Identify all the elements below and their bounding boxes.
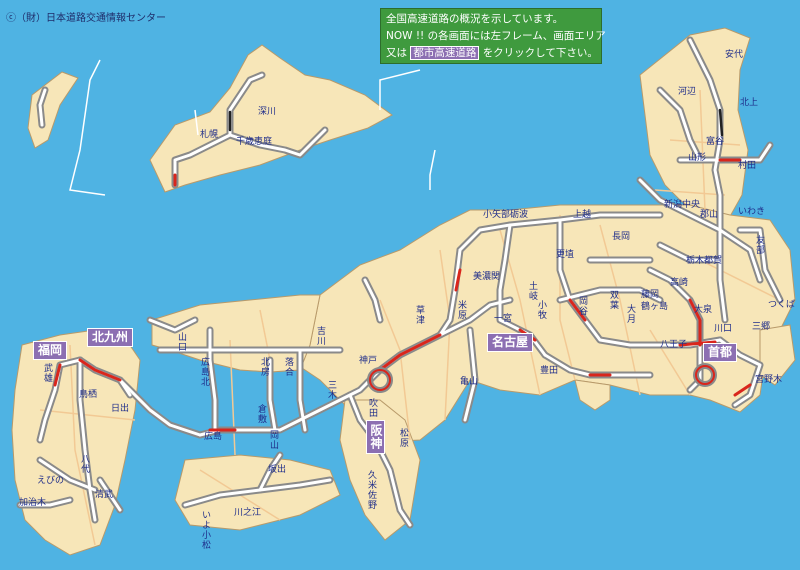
label-fukagawa: 深川 [258, 107, 277, 117]
label-tochigi: 栃木都賀 [686, 256, 723, 266]
label-fujioka: 藤岡 [641, 290, 660, 300]
label-kawaguchi: 川口 [714, 324, 733, 334]
label-kitakami: 北上 [740, 98, 759, 108]
label-kurashiki: 倉敷 [256, 404, 266, 424]
label-miyanoki: 宮野木 [755, 375, 783, 385]
expressways [16, 36, 784, 529]
label-tsukuba: つくば [768, 300, 796, 310]
label-yamaguchi: 山口 [176, 332, 186, 352]
label-koriyama: 郡山 [700, 210, 719, 220]
label-hita: 日出 [111, 404, 130, 414]
label-tomiya: 富谷 [706, 137, 725, 147]
label-tsurugashima: 鶴ヶ島 [641, 302, 669, 312]
label-kawabe: 河辺 [678, 87, 697, 97]
label-takasaki: 高崎 [670, 278, 689, 288]
label-okaya: 岡谷 [577, 296, 587, 316]
label-joetsu: 上越 [573, 210, 592, 220]
area-shuto[interactable]: 首都 [703, 343, 738, 362]
area-hanshin[interactable]: 阪神 [366, 420, 385, 454]
label-kawanoe: 川之江 [234, 508, 262, 518]
urban-expressway-button[interactable]: 都市高速道路 [410, 46, 480, 60]
label-matsubara: 松原 [398, 428, 408, 448]
label-tosu: 鳥栖 [79, 390, 98, 400]
info-line-1: 全国高速道路の概況を示しています。 [386, 13, 564, 25]
land [11, 27, 796, 556]
sado[interactable] [27, 71, 79, 149]
closed-segments [228, 108, 724, 137]
info-line-3-post: をクリックして下さい。 [482, 47, 598, 59]
label-komaki: 小牧 [536, 300, 546, 320]
area-fukuoka[interactable]: 福岡 [33, 341, 68, 360]
label-iyokomatsu: いよ小松 [200, 510, 210, 550]
label-kusatsu: 草津 [414, 305, 424, 325]
osaka-junction [367, 367, 393, 393]
label-kiyotake: 清武 [95, 490, 114, 500]
area-kitakyushu[interactable]: 北九州 [87, 328, 134, 347]
sea-boundaries [69, 59, 436, 196]
label-sakaide: 坂出 [268, 465, 287, 475]
label-mino: 美濃関 [473, 272, 501, 282]
tokyo-junction [693, 363, 717, 387]
label-toyota: 豊田 [540, 366, 559, 376]
label-kumenosato: 久米佐野 [366, 470, 376, 510]
label-futaba: 双葉 [608, 290, 618, 310]
label-miki: 三木 [326, 380, 336, 400]
label-murata: 村田 [738, 161, 757, 171]
label-iwaki: いわき [738, 207, 766, 217]
label-ebino: えびの [37, 476, 65, 486]
label-hachioji: 八王子 [660, 340, 688, 350]
label-okayama: 岡山 [268, 430, 278, 450]
hokkaido[interactable] [149, 44, 393, 193]
info-line-3-pre: 又は [386, 47, 407, 59]
label-ochiai: 落合 [283, 357, 293, 377]
label-kobe: 神戸 [359, 356, 378, 366]
label-kitafusa: 北房 [259, 357, 269, 377]
area-nagoya[interactable]: 名古屋 [487, 333, 534, 352]
label-yamagata: 山形 [688, 153, 707, 163]
label-takeo: 武雄 [42, 363, 52, 383]
info-line-2: NOW !! の各画面には左フレーム、画面エリア [386, 30, 606, 42]
label-anshi: 安代 [725, 50, 744, 60]
label-niigata: 新潟中央 [664, 200, 701, 210]
label-nagaoka: 長岡 [612, 232, 631, 242]
label-suita: 吹田 [367, 398, 377, 418]
label-yatsushiro: 八代 [79, 454, 89, 474]
label-kameyama: 亀山 [460, 377, 479, 387]
label-toki: 土岐 [527, 281, 537, 301]
label-kajiki: 加治木 [19, 498, 47, 508]
label-tomobe: 友部 [754, 235, 764, 255]
label-oyabe: 小矢部砺波 [483, 210, 529, 220]
label-misato: 三郷 [752, 322, 771, 332]
label-ichinomiya: 一宮 [494, 314, 513, 324]
label-chitose: 千歳恵庭 [236, 137, 273, 147]
label-ooizumi: 大泉 [694, 305, 713, 315]
copyright-credit: ⓒ（財）日本道路交通情報センター [6, 13, 166, 24]
label-hiroshima: 広島 [204, 432, 223, 442]
info-panel: 全国高速道路の概況を示しています。 NOW !! の各画面には左フレーム、画面エ… [380, 8, 606, 64]
label-yoshikawa: 吉川 [315, 326, 325, 346]
label-koshoku: 更埴 [556, 250, 575, 260]
izu-peninsula[interactable] [574, 379, 611, 411]
tohoku[interactable] [639, 27, 751, 221]
label-sapporo: 札幌 [200, 130, 219, 140]
label-maibara: 米原 [456, 300, 466, 320]
label-otsuki: 大月 [625, 304, 635, 324]
info-line-3: 又は 都市高速道路 をクリックして下さい。 [386, 45, 598, 62]
label-hiroshimakita: 広島北 [199, 357, 209, 387]
